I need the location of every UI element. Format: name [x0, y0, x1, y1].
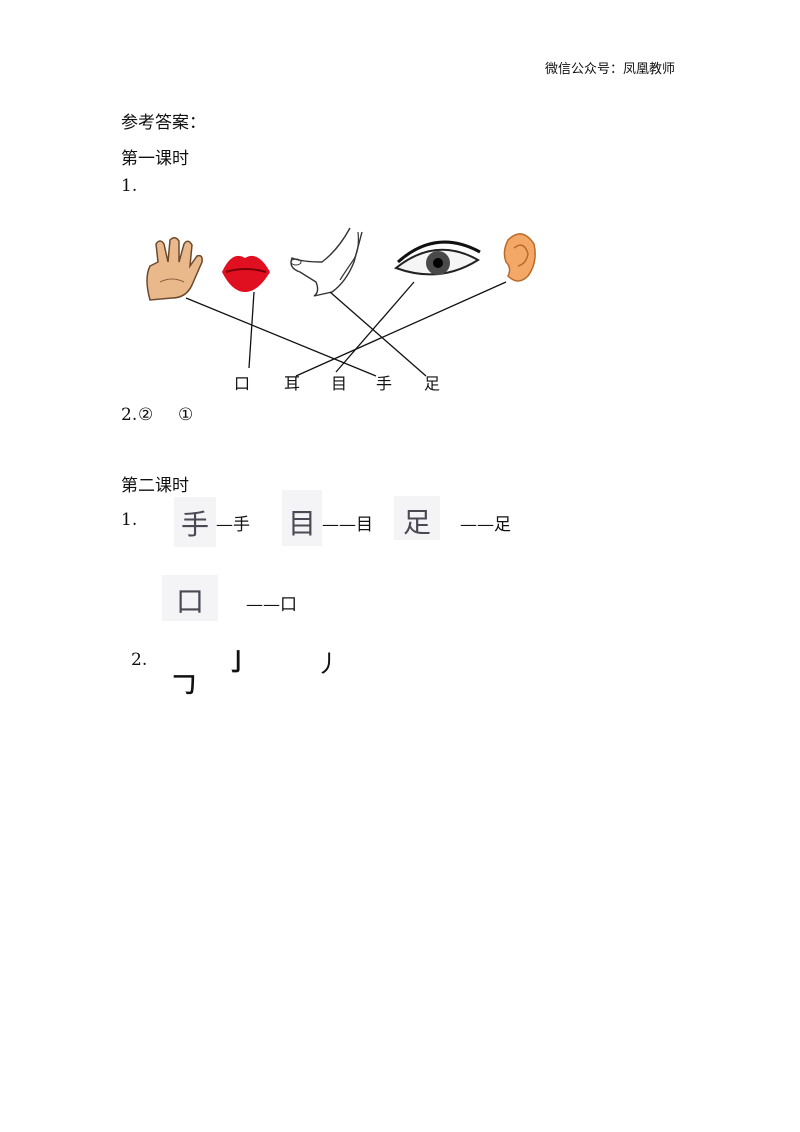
match-suffix-mu: ——目	[322, 515, 373, 535]
seal-glyph-shou: 手	[174, 497, 216, 547]
lesson2-q1-label: 1.	[121, 510, 138, 530]
lips-icon	[222, 255, 270, 292]
char-er: 耳	[284, 374, 301, 393]
foot-icon	[290, 227, 363, 297]
answers-title: 参考答案：	[121, 113, 206, 133]
line-eye-to-mu	[335, 281, 415, 373]
match-suffix-kou: ——口	[246, 595, 297, 615]
match-suffix-shou: —手	[216, 515, 250, 535]
line-ear-to-er	[295, 281, 507, 377]
line-lips-to-kou	[248, 291, 255, 369]
seal-glyph-mu: 目	[282, 490, 322, 546]
match-suffix-zu: ——足	[460, 515, 511, 535]
lesson1-q2-label: 2.	[121, 405, 138, 425]
matching-lines	[185, 281, 507, 377]
lesson1-q2-answer-2: ①	[178, 405, 194, 425]
char-mu: 目	[331, 374, 348, 393]
stroke-shugou: 亅	[226, 647, 250, 676]
lesson1-q1-label: 1.	[121, 176, 138, 196]
char-kou: 口	[234, 374, 251, 393]
lesson1-q2-answer-1: ②	[138, 405, 154, 425]
line-foot-to-zu	[329, 291, 427, 377]
stroke-hengzhegou: 𠃌	[172, 669, 196, 698]
char-shou: 手	[376, 374, 393, 393]
lesson2-title: 第二课时	[121, 476, 189, 496]
line-hand-to-shou	[185, 297, 377, 377]
ear-icon	[503, 233, 536, 282]
header-account: 微信公众号：凤凰教师	[545, 62, 676, 77]
hand-icon	[146, 237, 203, 301]
eye-icon	[393, 240, 481, 276]
lesson1-title: 第一课时	[121, 149, 189, 169]
stroke-pie: 丿	[316, 650, 340, 678]
lesson2-q2-label: 2.	[131, 650, 148, 670]
seal-glyph-kou: 口	[162, 575, 218, 621]
char-zu: 足	[424, 374, 441, 393]
seal-glyph-zu: 足	[394, 496, 440, 540]
